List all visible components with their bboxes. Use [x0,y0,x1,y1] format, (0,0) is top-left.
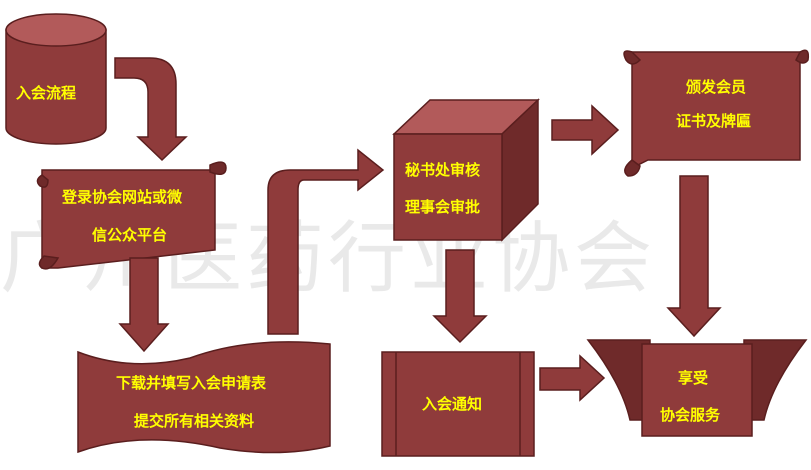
service-ribbon: 享受 协会服务 [586,339,808,437]
download-label-line2: 提交所有相关资料 [134,412,254,430]
certificate-label-line1: 颁发会员 [686,78,746,96]
service-label-line2: 协会服务 [660,406,721,424]
arrow-notice-to-service [539,354,606,402]
review-label-line1: 秘书处审核 [405,161,480,179]
login-label-line1: 登录协会网站或微 [61,188,183,206]
notice-label: 入会通知 [422,395,482,413]
download-wave: 下载并填写入会申请表 提交所有相关资料 [77,341,331,454]
service-label-line1: 享受 [678,369,708,387]
process-label: 入会流程 [16,84,76,102]
arrow-login-to-download [118,257,170,353]
arrow-certificate-to-service [666,175,722,338]
certificate-label-line2: 证书及牌匾 [676,112,751,130]
arrow-download-to-review [267,148,385,335]
review-cube: 秘书处审核 理事会审批 [392,98,540,242]
notice-box: 入会通知 [381,351,535,457]
review-label-line2: 理事会审批 [405,198,480,216]
arrow-process-to-login [114,57,188,162]
arrow-review-to-notice [432,249,488,344]
arrow-review-to-certificate [551,104,620,156]
certificate-scroll: 颁发会员 证书及牌匾 [623,49,810,177]
process-cylinder: 入会流程 [5,13,107,145]
download-label-line1: 下载并填写入会申请表 [116,374,267,392]
login-label-line2: 信公众平台 [92,226,167,244]
